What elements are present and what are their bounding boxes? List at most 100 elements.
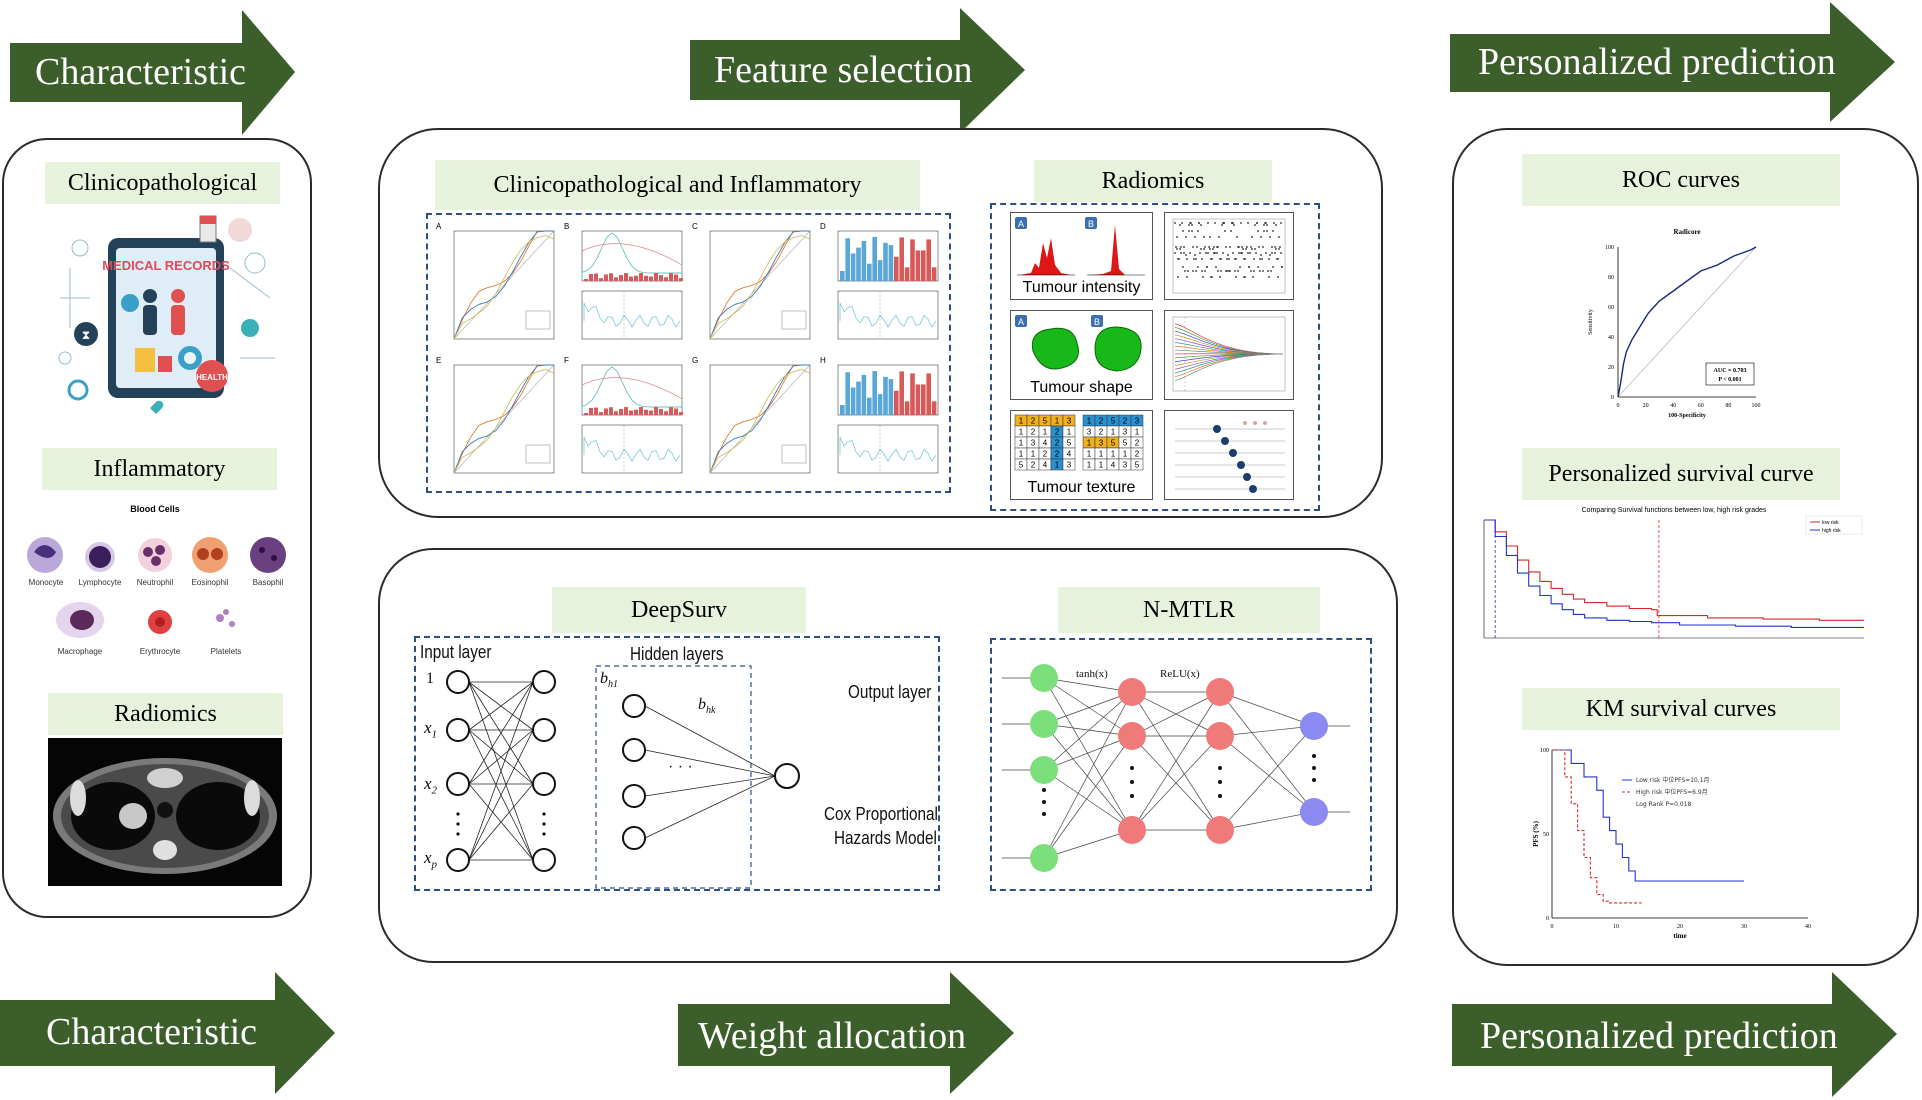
svg-text:100: 100 (1605, 245, 1614, 251)
arrow-characteristic-top: Characteristic (10, 10, 295, 135)
arrow-feature-selection-label: Feature selection (714, 49, 973, 91)
nmtlr-relu-label: ReLU(x) (1160, 668, 1200, 680)
svg-text:1: 1 (1031, 450, 1036, 459)
svg-text:5: 5 (1135, 461, 1140, 470)
scatter-features-tile (1164, 212, 1294, 300)
deepsurv-network-box: Input layer Hidden layers Output layer C… (414, 636, 940, 891)
svg-text:1: 1 (1019, 428, 1024, 437)
cell-label-platelets: Platelets (210, 647, 242, 656)
svg-text:40: 40 (1805, 924, 1811, 930)
subplot-F: F (564, 356, 683, 474)
hidden-layers-label: Hidden layers (630, 644, 724, 664)
svg-text:50: 50 (1543, 832, 1549, 838)
arrow-characteristic-bottom-label: Characteristic (46, 1011, 258, 1053)
tumour-intensity-caption: Tumour intensity (1022, 279, 1141, 296)
svg-text:1: 1 (1135, 428, 1140, 437)
svg-text:5: 5 (1019, 461, 1024, 470)
svg-text:1: 1 (1099, 450, 1104, 459)
arrow-weight-allocation: Weight allocation (678, 972, 1014, 1094)
cox-label-line2: Hazards Model (834, 828, 937, 848)
input-one-label: 1 (426, 670, 434, 687)
svg-text:3: 3 (1099, 439, 1104, 448)
tile-shape-a: A (1018, 317, 1024, 327)
svg-text:1: 1 (1087, 417, 1092, 426)
nmtlr-label: N-MTLR (1058, 587, 1320, 633)
input-layer-label: Input layer (420, 642, 492, 662)
svg-text:20: 20 (1677, 924, 1683, 930)
subplot-C: C (692, 222, 811, 340)
svg-text:1: 1 (1043, 428, 1048, 437)
svg-text:20: 20 (1608, 365, 1614, 371)
feature-importance-tile (1164, 410, 1294, 500)
km-survival-label: KM survival curves (1522, 688, 1840, 730)
input-x1-label: x1 (424, 718, 438, 741)
svg-text:P < 0.001: P < 0.001 (1718, 377, 1741, 383)
svg-text:2: 2 (1055, 439, 1060, 448)
output-layer-label: Output layer (848, 682, 932, 702)
subplot-letter: G (692, 356, 698, 365)
svg-text:1: 1 (1087, 461, 1092, 470)
svg-text:PFS (%): PFS (%) (1532, 820, 1540, 847)
arrow-characteristic-top-label: Characteristic (35, 51, 247, 93)
svg-text:1: 1 (1099, 461, 1104, 470)
svg-text:1: 1 (1067, 428, 1072, 437)
svg-text:5: 5 (1111, 417, 1116, 426)
svg-text:Comparing Survival functions b: Comparing Survival functions between low… (1582, 507, 1767, 514)
nmtlr-network-box: tanh(x) ReLU(x) (990, 638, 1372, 891)
arrow-personalized-prediction-top-label: Personalized prediction (1478, 41, 1836, 83)
svg-text:80: 80 (1608, 275, 1614, 281)
svg-text:40: 40 (1670, 403, 1676, 409)
subplot-letter: A (436, 222, 442, 231)
svg-text:10: 10 (1613, 924, 1619, 930)
arrow-feature-selection: Feature selection (690, 8, 1025, 133)
svg-text:2: 2 (1099, 417, 1104, 426)
cell-label-erythrocyte: Erythrocyte (139, 647, 181, 656)
bias-h1-label: bh1 (600, 670, 618, 691)
radiomics-label-feature: Radiomics (1034, 160, 1272, 202)
svg-text:Log Rank P=0.018: Log Rank P=0.018 (1636, 801, 1692, 808)
personalized-survival-label: Personalized survival curve (1522, 448, 1840, 500)
cell-label-macrophage: Macrophage (57, 647, 103, 656)
svg-text:0: 0 (1617, 403, 1620, 409)
svg-text:2: 2 (1123, 417, 1128, 426)
deepsurv-label: DeepSurv (552, 587, 806, 633)
subplot-letter: C (692, 222, 698, 231)
radiomics-label-left: Radiomics (48, 693, 283, 735)
svg-text:100: 100 (1540, 748, 1549, 754)
svg-text:2: 2 (1031, 461, 1036, 470)
cell-label-lymphocyte: Lymphocyte (78, 578, 122, 587)
svg-text:2: 2 (1031, 417, 1036, 426)
svg-text:Sensitivity: Sensitivity (1588, 309, 1594, 335)
cell-label-monocyte: Monocyte (28, 578, 64, 587)
roc-curves-label: ROC curves (1522, 154, 1840, 206)
svg-text:4: 4 (1067, 450, 1072, 459)
svg-text:Radicore: Radicore (1673, 228, 1700, 236)
svg-text:1: 1 (1111, 450, 1116, 459)
subplot-letter: B (564, 222, 569, 231)
svg-text:3: 3 (1067, 461, 1072, 470)
subplot-A: A (436, 222, 555, 340)
svg-text:4: 4 (1043, 461, 1048, 470)
svg-text:3: 3 (1067, 417, 1072, 426)
svg-text:AUC = 0.703: AUC = 0.703 (1714, 368, 1747, 374)
svg-text:80: 80 (1725, 403, 1731, 409)
svg-text:60: 60 (1608, 305, 1614, 311)
blood-cells-illustration (27, 537, 286, 638)
subplot-D: D (820, 222, 939, 340)
ct-scan-image (48, 738, 282, 886)
tumour-shape-caption: Tumour shape (1030, 379, 1133, 396)
hidden-ellipsis: · · · (668, 758, 693, 775)
tile-intensity-a: A (1018, 219, 1024, 229)
svg-text:2: 2 (1135, 450, 1140, 459)
arrow-personalized-prediction-bottom: Personalized prediction (1452, 972, 1897, 1097)
arrow-personalized-prediction-top: Personalized prediction (1450, 2, 1895, 122)
svg-text:⧗: ⧗ (82, 328, 90, 342)
cell-label-eosinophil: Eosinophil (191, 578, 229, 587)
svg-text:5: 5 (1067, 439, 1072, 448)
svg-text:low risk: low risk (1822, 520, 1839, 526)
svg-text:2: 2 (1055, 450, 1060, 459)
svg-text:1: 1 (1019, 450, 1024, 459)
inflammatory-label: Inflammatory (42, 448, 277, 490)
